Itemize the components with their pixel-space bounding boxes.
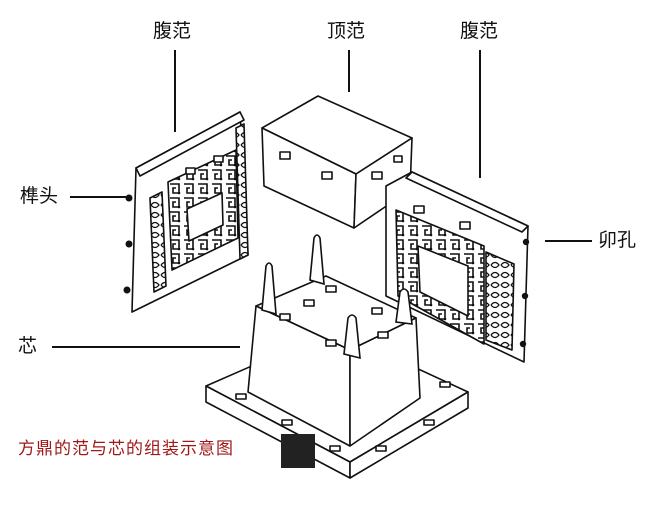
label-right-belly-mold: 腹范: [460, 20, 499, 42]
leader-lines: [52, 50, 592, 348]
top-mold: [261, 95, 413, 229]
tenon-markers: [123, 194, 133, 294]
label-left-belly-mold: 腹范: [153, 20, 192, 42]
core-block: [247, 275, 421, 447]
label-top-mold: 顶范: [327, 20, 366, 42]
left-belly-mold: [131, 111, 249, 313]
diagram-caption: 方鼎的范与芯的组装示意图: [18, 439, 234, 459]
core-pillars: [261, 234, 413, 360]
right-belly-mold: [385, 171, 529, 363]
mortise-markers: [519, 238, 530, 348]
label-mortise: 卯孔: [598, 229, 637, 251]
label-core: 芯: [18, 335, 38, 357]
label-tenon: 榫头: [20, 185, 59, 207]
black-marker-square: [281, 434, 315, 468]
